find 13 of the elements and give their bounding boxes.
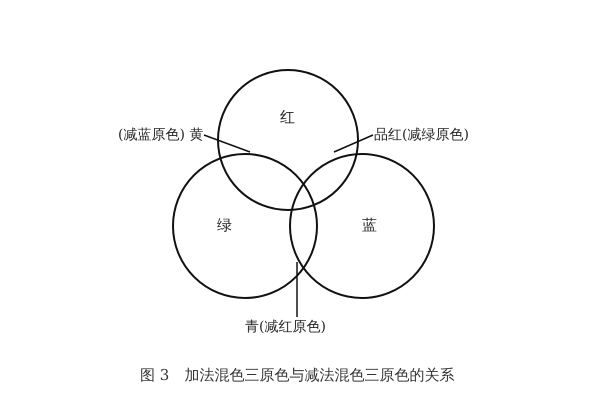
circle-label: 红 xyxy=(280,108,295,127)
callout-label: 品红(减绿原色) xyxy=(374,126,469,144)
circle xyxy=(289,153,435,299)
circle-label: 蓝 xyxy=(362,216,377,235)
leader-line xyxy=(204,134,250,153)
figure-caption: 图 3 加法混色三原色与减法混色三原色的关系 xyxy=(140,366,454,385)
callout-label: (减蓝原色) 黄 xyxy=(118,126,204,144)
circle xyxy=(217,69,359,211)
leader-line xyxy=(334,134,374,153)
circle-label: 绿 xyxy=(217,216,232,235)
callout-label: 青(减红原色) xyxy=(245,318,326,336)
circle xyxy=(172,153,318,299)
leader-line xyxy=(296,262,298,317)
